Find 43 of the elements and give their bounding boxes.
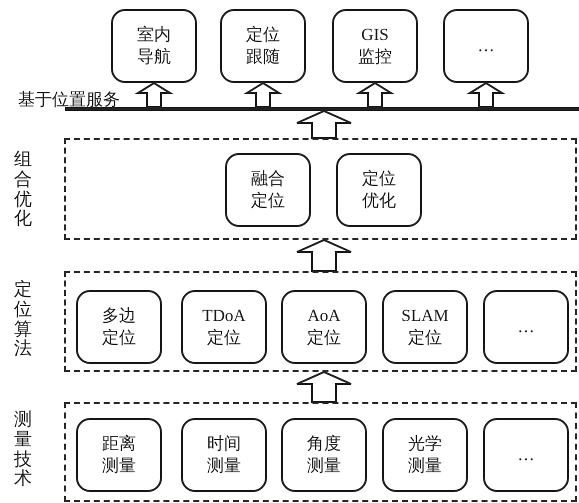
- layer-label: 测量技术: [14, 410, 32, 490]
- box-label: 时间测量: [206, 432, 242, 477]
- rounded-box: [443, 9, 529, 83]
- rounded-box: [76, 418, 162, 492]
- rounded-box: [181, 418, 267, 492]
- layer-label: 基于位置服务: [18, 89, 120, 111]
- box-label: …: [478, 34, 494, 57]
- hollow-arrow: [134, 82, 174, 108]
- rounded-box: [483, 290, 569, 364]
- hollow-arrow: [356, 82, 394, 108]
- layer-label: 组合优化: [14, 150, 32, 230]
- hollow-arrow: [296, 110, 352, 139]
- box-label: 多边定位: [101, 304, 137, 349]
- rounded-box: [76, 290, 162, 364]
- rounded-box: [336, 153, 422, 227]
- box-label: 距离测量: [101, 432, 137, 477]
- box-label: 角度测量: [306, 432, 342, 477]
- hollow-arrow: [466, 82, 506, 108]
- rounded-box: [382, 290, 468, 364]
- box-label: 定位优化: [361, 168, 397, 212]
- rounded-box: [281, 290, 367, 364]
- box-label: TDoA 定位: [201, 304, 247, 349]
- rounded-box: [225, 153, 311, 227]
- rounded-box: [382, 418, 468, 492]
- box-label: 定位跟随: [245, 24, 281, 68]
- layer-label: 定位算法: [14, 280, 32, 360]
- box-label: SLAM 定位: [401, 304, 449, 349]
- rounded-box: [181, 290, 267, 364]
- box-label: GIS 监控: [357, 24, 393, 68]
- rounded-box: [111, 9, 197, 83]
- box-label: …: [518, 316, 534, 338]
- rounded-box: [483, 418, 569, 492]
- rounded-box: [332, 9, 418, 83]
- box-label: 室内导航: [136, 24, 172, 68]
- rounded-box: [281, 418, 367, 492]
- box-label: 融合定位: [250, 168, 286, 212]
- hollow-arrow: [296, 238, 352, 272]
- hollow-arrow: [244, 82, 282, 108]
- hollow-arrow: [296, 370, 352, 403]
- box-label: AoA 定位: [306, 304, 342, 349]
- rounded-box: [220, 9, 306, 83]
- box-label: 光学测量: [407, 432, 443, 477]
- box-label: …: [518, 444, 534, 466]
